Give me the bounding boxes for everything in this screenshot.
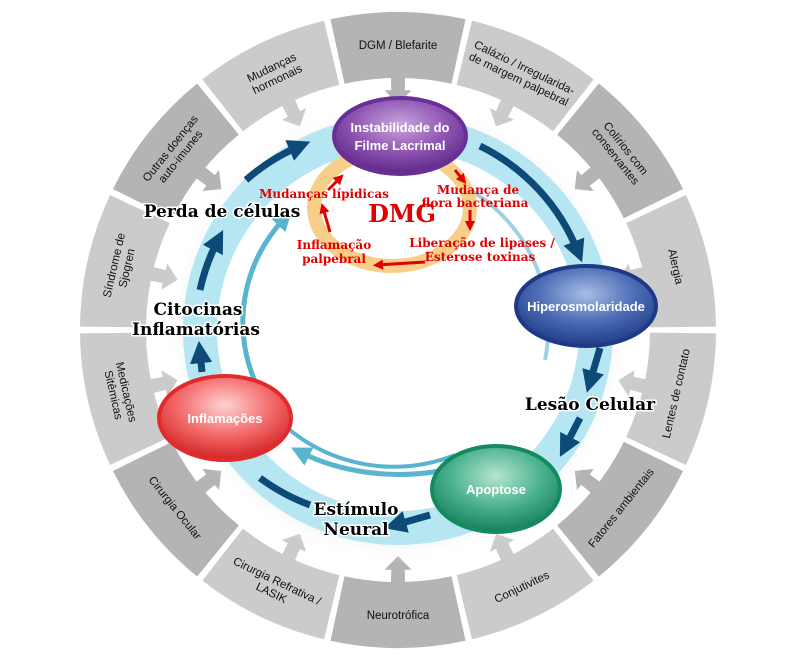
segment-shape <box>330 12 466 84</box>
segment-inward-arrow-icon <box>574 468 601 494</box>
node-instabilidade-line2: Filme Lacrimal <box>354 138 445 153</box>
segment-shape <box>557 441 684 577</box>
stage-citocinas-2: Inflamatórias <box>132 320 260 340</box>
node-apoptose: Apoptose <box>430 444 562 534</box>
risk-factor-segment: Lentes de contato <box>618 332 716 465</box>
inner-return-arrow-bottom <box>291 447 446 477</box>
stage-citocinas-1: Citocinas <box>154 300 243 320</box>
node-apoptose-label: Apoptose <box>466 482 526 497</box>
segment-inward-arrow-icon <box>195 166 222 192</box>
node-hiperosmolaridade-label: Hiperosmolaridade <box>527 299 645 314</box>
segment-shape <box>80 195 170 328</box>
cycle-arrow-top-left <box>243 140 311 183</box>
risk-factor-segment: Conjutivites <box>456 528 594 640</box>
risk-factor-segment: Colírios comconservantes <box>557 83 684 219</box>
risk-factor-segment: Neurotrófica <box>330 556 466 648</box>
cycle-arrow-bottom-left <box>257 475 312 509</box>
risk-factor-label-line: Neurotrófica <box>367 610 430 622</box>
dmg-arrow-to-inflamacao <box>372 259 426 270</box>
risk-factor-segment: Síndrome deSjogren <box>80 195 178 328</box>
node-inflamacoes-label: Inflamações <box>187 411 262 426</box>
dmg-arrow-to-mudancas <box>319 203 332 233</box>
segment-shape <box>112 441 239 577</box>
risk-factor-segment: Cirurgia Ocular <box>112 441 239 577</box>
segment-shape <box>112 83 239 219</box>
stage-estimulo-1: Estímulo <box>314 500 399 520</box>
stage-estimulo-2: Neural <box>323 520 389 540</box>
dmg-arrow-to-flora <box>453 169 467 184</box>
node-hiperosmolaridade: Hiperosmolaridade <box>514 264 658 348</box>
risk-factor-segment: Mudançashormonais <box>202 20 340 132</box>
cycle-arrow-right-2 <box>559 416 584 457</box>
segment-inward-arrow-icon <box>148 263 178 290</box>
segment-shape <box>330 576 466 648</box>
dmg-mudanca-flora-2: flora bacteriana <box>422 196 529 210</box>
node-inflamacoes: Inflamações <box>157 374 293 462</box>
segment-inward-arrow-icon <box>489 98 515 127</box>
dmg-mudancas-lipidicas: Mudanças lípidicas <box>259 187 389 201</box>
segment-shape <box>456 20 594 132</box>
cycle-arrow-left-1 <box>189 340 213 373</box>
risk-factor-label: DGM / Blefarite <box>359 40 438 52</box>
segment-inward-arrow-icon <box>195 468 222 494</box>
segment-shape <box>557 83 684 219</box>
inner-white <box>217 149 579 511</box>
segment-shape <box>80 332 170 465</box>
dmg-mudanca-flora-1: Mudança de <box>437 183 520 197</box>
node-instabilidade-line1: Instabilidade do <box>351 120 450 135</box>
stage-lesao-celular: Lesão Celular <box>525 395 656 415</box>
risk-factor-label-line: DGM / Blefarite <box>359 40 438 52</box>
segment-shape <box>202 528 340 640</box>
stage-perda-de-celulas: Perda de células <box>144 202 301 222</box>
cycle-arrow-left-2 <box>196 230 224 291</box>
dmg-arrow-to-filme <box>326 174 344 192</box>
risk-factor-segment: MedicaçõesSitêmicas <box>80 332 178 465</box>
dmg-inflamacao-1: Inflamação <box>297 238 371 252</box>
node-instabilidade: Instabilidade do Filme Lacrimal <box>332 96 468 176</box>
risk-factor-label: Neurotrófica <box>367 610 430 622</box>
dmg-liberacao-1: Liberação de lipases / <box>409 236 555 250</box>
segment-shape <box>626 332 716 465</box>
cycle-arrow-bottom <box>384 511 431 533</box>
dmg-liberacao-2: Esterose toxinas <box>425 250 536 264</box>
segment-shape <box>456 528 594 640</box>
dmg-inflamacao-2: palpebral <box>302 252 366 266</box>
segment-inward-arrow-icon <box>574 166 601 192</box>
inner-return-arrow-left <box>240 210 292 390</box>
cycle-arrow-top-right <box>478 142 585 263</box>
cycle-arrow-right-1 <box>582 347 604 393</box>
dmg-title: DMG <box>368 199 436 228</box>
risk-factor-segment: DGM / Blefarite <box>330 12 466 104</box>
segment-inward-arrow-icon <box>281 98 307 127</box>
segment-shape <box>202 20 340 132</box>
